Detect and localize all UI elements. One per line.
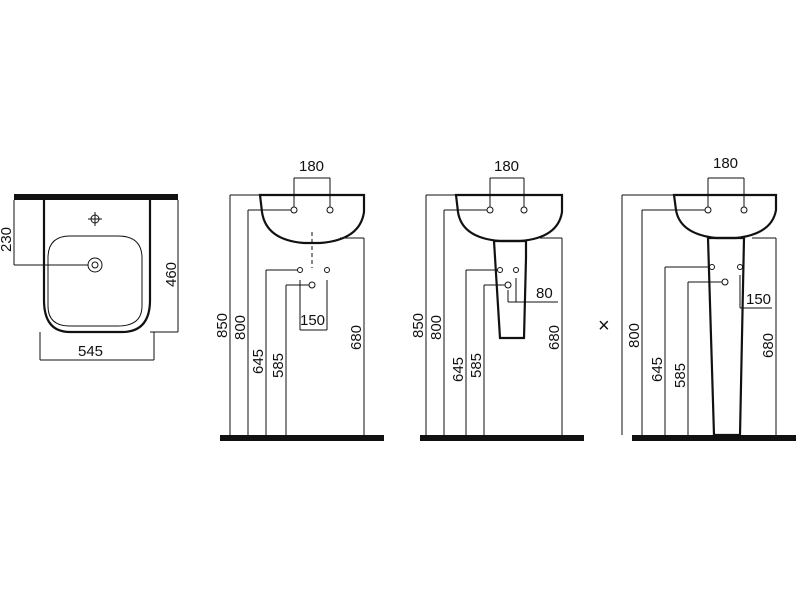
wall-hung-dim-supply-height: 645	[250, 349, 267, 374]
full-pedestal-tap-right-icon	[740, 206, 748, 214]
wall-hung-dim-rim-height: 850	[214, 313, 231, 338]
wall-hung-dim-basin-height: 800	[232, 315, 249, 340]
semi-pedestal-waste-icon	[504, 281, 512, 289]
top-view-wall-bar	[14, 194, 178, 200]
semi-pedestal-tap-right-icon	[520, 206, 528, 214]
semi-pedestal-supply-left-icon	[497, 267, 503, 273]
semi-pedestal-tap-left-icon	[486, 206, 494, 214]
drain-icon	[87, 257, 103, 273]
semi-pedestal-basin-outline	[454, 193, 564, 243]
wall-hung-floor-bar	[220, 435, 384, 441]
semi-pedestal-dim-waste-spacing: 80	[536, 285, 553, 302]
wall-hung-supply-right-icon	[324, 267, 330, 273]
top-view-basin-outline	[42, 200, 152, 334]
semi-pedestal-dim-basin-height: 800	[428, 315, 445, 340]
semi-pedestal-dim-tap-spacing: 180	[494, 158, 519, 175]
full-pedestal-dim-waste-spacing: 150	[746, 291, 771, 308]
dim-label-depth: 460	[163, 262, 180, 287]
semi-pedestal-floor-bar	[420, 435, 584, 441]
full-pedestal-supply-right-icon	[737, 264, 743, 270]
full-pedestal-dim-basin-height: 800	[626, 323, 643, 348]
tap-hole-icon	[88, 212, 102, 226]
semi-pedestal-dim-trap-height: 680	[546, 325, 563, 350]
top-view-bowl-outline	[47, 235, 143, 327]
semi-pedestal-dim-supply-height: 645	[450, 357, 467, 382]
wall-hung-basin-outline	[258, 193, 366, 245]
full-pedestal-view: × 800 645 585 180 150 680	[598, 155, 796, 441]
wall-hung-tap-left-icon	[290, 206, 298, 214]
dim-label-tap-offset: 230	[0, 227, 15, 252]
full-pedestal-pedestal-outline	[706, 236, 746, 437]
wall-hung-dim-trap-height: 680	[348, 325, 365, 350]
wall-hung-dim-waste-spacing: 150	[300, 312, 325, 329]
semi-pedestal-view: 850 800 645 585 180 80 680	[410, 158, 584, 441]
full-pedestal-dim-trap-height: 680	[760, 333, 777, 358]
full-pedestal-floor-bar	[632, 435, 796, 441]
full-pedestal-waste-icon	[721, 278, 729, 286]
wall-hung-dim-waste-height: 585	[270, 353, 287, 378]
wall-hung-supply-left-icon	[297, 267, 303, 273]
full-pedestal-dim-tap-spacing: 180	[713, 155, 738, 172]
semi-pedestal-pedestal-outline	[492, 239, 528, 340]
semi-pedestal-dim-rim-height: 850	[410, 313, 427, 338]
full-pedestal-basin-outline	[672, 193, 778, 240]
full-pedestal-supply-left-icon	[709, 264, 715, 270]
wall-hung-dim-tap-spacing: 180	[299, 158, 324, 175]
full-pedestal-tap-left-icon	[704, 206, 712, 214]
dim-label-width: 545	[78, 343, 103, 360]
wall-hung-tap-right-icon	[326, 206, 334, 214]
full-pedestal-marker: ×	[598, 315, 610, 337]
full-pedestal-dim-waste-height: 585	[672, 363, 689, 388]
wall-hung-view: 850 800 645 585 180 150 680	[214, 158, 384, 441]
semi-pedestal-dim-waste-height: 585	[468, 353, 485, 378]
wall-hung-waste-icon	[308, 281, 316, 289]
semi-pedestal-supply-right-icon	[513, 267, 519, 273]
full-pedestal-dim-supply-height: 645	[649, 357, 666, 382]
top-view: 230 460 545	[0, 194, 180, 361]
